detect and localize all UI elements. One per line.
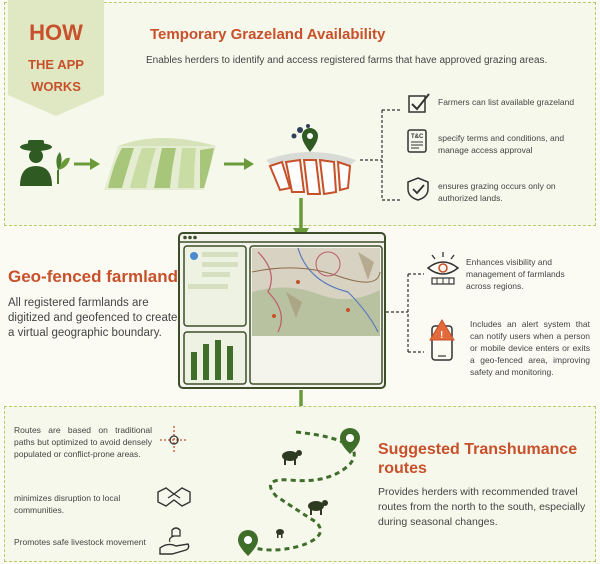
terms-document-icon: T&C bbox=[407, 129, 427, 153]
grazeland-description: Enables herders to identify and access r… bbox=[146, 55, 548, 66]
handshake-icon bbox=[157, 487, 191, 507]
svg-text:T&C: T&C bbox=[411, 134, 424, 140]
banner-line-1: HOW bbox=[29, 20, 83, 45]
feature-terms-conditions: specify terms and conditions, and manage… bbox=[438, 133, 565, 155]
route-crosshair-icon bbox=[160, 426, 188, 454]
feature-alert-system: Includes an alert system that can notify… bbox=[470, 319, 590, 377]
geofence-title: Geo-fenced farmlands bbox=[8, 267, 188, 286]
checklist-icon bbox=[408, 93, 430, 113]
flow-arrow-icon bbox=[74, 158, 100, 170]
flow-arrow-icon bbox=[224, 158, 254, 170]
feature-visibility: Enhances visibility and management of fa… bbox=[466, 257, 565, 291]
feature-minimize-disruption: minimizes disruption to local communitie… bbox=[14, 493, 121, 515]
livestock-care-icon bbox=[159, 527, 190, 555]
transhumance-title: Suggested Transhumance routes bbox=[378, 441, 578, 477]
feature-traditional-paths: Routes are based on traditional paths bu… bbox=[14, 425, 152, 459]
feature-list-grazeland: Farmers can list available grazeland bbox=[438, 97, 575, 107]
approved-plots-icon bbox=[266, 124, 356, 196]
shield-check-icon bbox=[407, 177, 429, 201]
banner-line-2: THE APP bbox=[28, 57, 84, 72]
feature-authorized-lands: ensures grazing occurs only on authorize… bbox=[438, 181, 556, 203]
eye-monitoring-icon bbox=[426, 252, 460, 285]
feature-safe-movement: Promotes safe livestock movement bbox=[14, 537, 146, 547]
feature-bracket bbox=[386, 273, 424, 353]
how-it-works-banner: HOW THE APP WORKS bbox=[8, 0, 104, 116]
farm-fields-icon bbox=[104, 138, 216, 190]
farmer-icon bbox=[20, 140, 70, 186]
geofence-description: All registered farmlands are digitized a… bbox=[8, 297, 178, 339]
transhumance-description: Provides herders with recommended travel… bbox=[378, 486, 586, 528]
phone-alert-icon: ! bbox=[429, 319, 455, 361]
banner-line-3: WORKS bbox=[31, 79, 81, 94]
dashboard-illustration bbox=[178, 232, 386, 389]
transhumance-route-map bbox=[238, 428, 360, 556]
grazeland-title: Temporary Grazeland Availability bbox=[150, 26, 386, 43]
svg-text:!: ! bbox=[440, 330, 443, 341]
feature-bracket bbox=[360, 109, 400, 201]
